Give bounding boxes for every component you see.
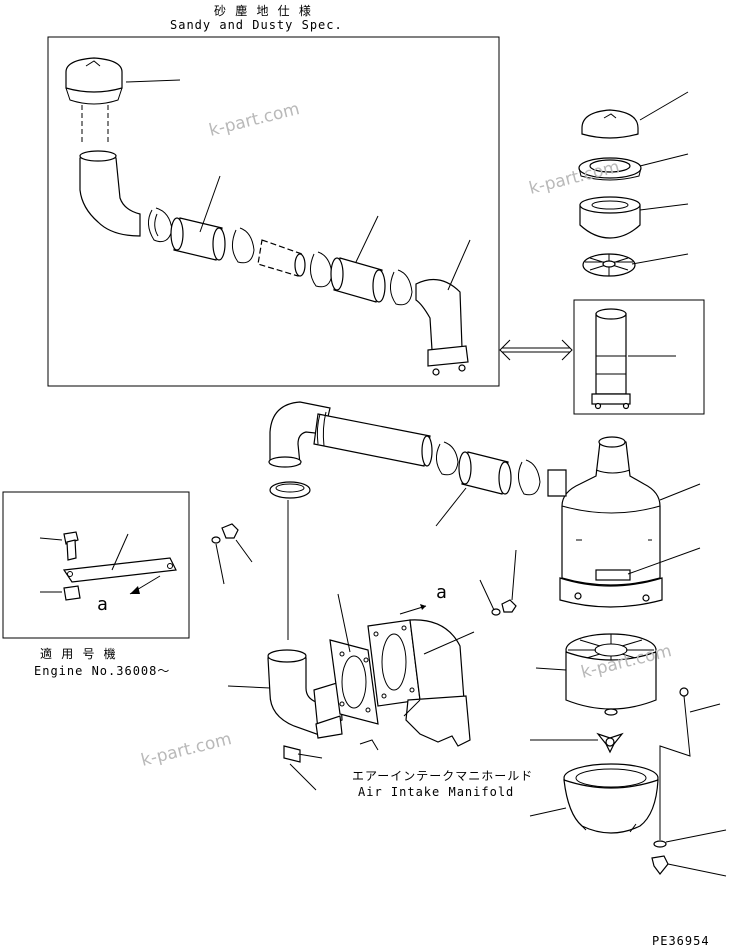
clamp-sandy-2 xyxy=(232,227,255,264)
clamp-sandy-1 xyxy=(148,207,173,243)
inset-arrow xyxy=(129,575,161,595)
precleaner-cap-top xyxy=(65,57,123,145)
filter-element xyxy=(565,633,657,716)
main-clamp-2 xyxy=(518,459,541,496)
inset-washer xyxy=(211,536,225,585)
bowl-wing-bolt xyxy=(651,855,727,877)
inset-nut xyxy=(221,523,253,563)
gasket-leader xyxy=(337,593,351,653)
gasket xyxy=(329,639,379,725)
precleaner-bowl xyxy=(579,196,641,239)
inlet-pipe xyxy=(591,308,676,410)
sandy-title-jp: 砂 塵 地 仕 様 xyxy=(214,4,312,18)
manifold-nut xyxy=(501,549,517,613)
manifold-stud xyxy=(399,604,427,615)
manifold-leader xyxy=(423,631,475,655)
filter-leader xyxy=(535,667,567,671)
sandy-leader-lines xyxy=(125,79,471,291)
precleaner-ring xyxy=(578,157,642,181)
inset-bar xyxy=(62,533,177,583)
air-cleaner-body xyxy=(547,436,663,608)
lower-bracket xyxy=(315,715,343,739)
inset-bolt xyxy=(39,531,79,561)
precleaner-cap xyxy=(581,109,639,139)
callout-a-inset: a xyxy=(97,594,108,615)
main-long-pipe xyxy=(313,411,433,467)
main-elbow-pipe xyxy=(268,401,331,468)
hose-sandy-1 xyxy=(170,217,226,261)
main-clamp-1 xyxy=(436,441,459,476)
sandy-title-en: Sandy and Dusty Spec. xyxy=(170,18,343,32)
drawing-number: PE36954 xyxy=(652,934,710,948)
double-arrow xyxy=(499,339,573,361)
bowl-clamp-rod xyxy=(659,687,721,840)
clamp-sandy-4 xyxy=(390,269,413,306)
main-clamp-3 xyxy=(269,481,311,499)
main-hose xyxy=(458,451,512,495)
hose-sandy-2 xyxy=(330,257,386,303)
lower-elbow-leader xyxy=(227,685,271,689)
engine-number: Engine No.36008～ xyxy=(34,664,171,678)
bowl-washer xyxy=(653,829,727,848)
intake-manifold xyxy=(359,619,471,751)
inset-spacer xyxy=(40,585,81,601)
cleaner-leader-1 xyxy=(659,483,701,501)
manifold-label-jp: エアーインテークマニホールド xyxy=(352,769,534,783)
applicability-frame xyxy=(2,491,190,639)
sandy-spec-frame xyxy=(47,36,500,387)
elbow-sandy-outlet xyxy=(415,278,469,376)
precleaner-fan xyxy=(582,253,636,277)
precleaner-leader-lines xyxy=(631,91,689,265)
manifold-label-en: Air Intake Manifold xyxy=(358,785,515,799)
lower-bolt xyxy=(283,745,323,791)
main-hose-leader xyxy=(435,487,467,527)
wing-nut xyxy=(596,732,624,754)
callout-a-manifold: a xyxy=(436,582,447,603)
elbow-pipe-sandy xyxy=(79,150,141,237)
dust-bowl xyxy=(563,763,659,834)
tube-sandy-mid xyxy=(257,239,306,277)
inlet-detail-box xyxy=(573,299,705,415)
clamp-sandy-3 xyxy=(310,251,333,288)
dust-bowl-leader xyxy=(529,807,567,817)
cleaner-leader-2 xyxy=(627,547,701,575)
applicability-label-jp: 適 用 号 機 xyxy=(40,647,117,661)
manifold-washer xyxy=(479,579,501,616)
